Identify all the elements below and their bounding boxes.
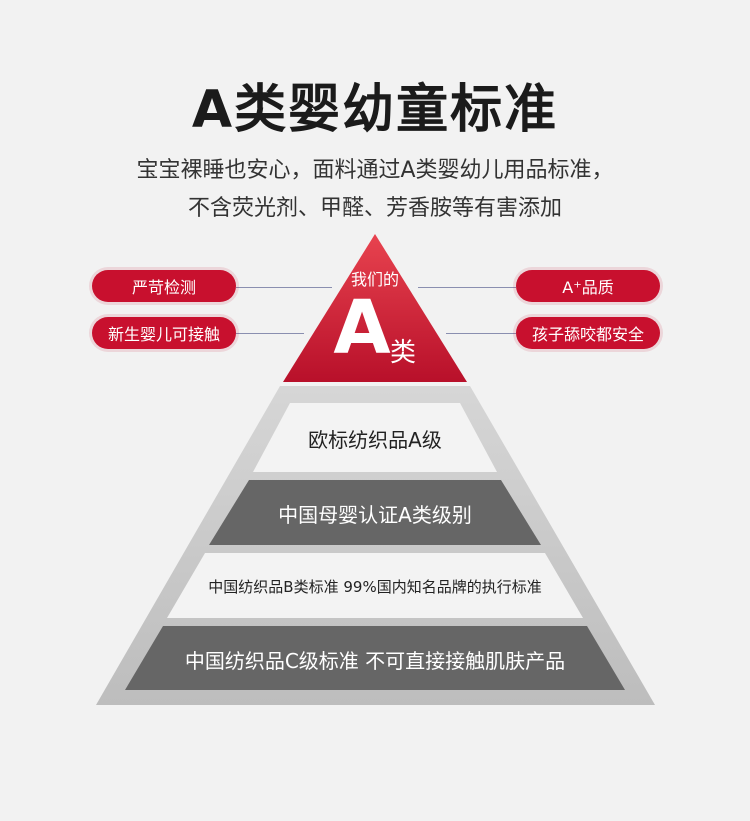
subtitle: 宝宝裸睡也安心，面料通过A类婴幼儿用品标准， 不含荧光剂、甲醛、芳香胺等有害添加 (0, 152, 750, 228)
apex-triangle (283, 234, 467, 382)
tag-newborn-safe: 新生婴儿可接触 (92, 317, 236, 349)
apex-top-text: 我们的 (350, 270, 399, 289)
tier-3-label: 中国纺织品B类标准 99%国内知名品牌的执行标准 (208, 578, 542, 596)
tier-2-label: 中国母婴认证A类级别 (278, 503, 472, 527)
connector-right-1 (418, 287, 516, 288)
tier-1-band (253, 403, 497, 472)
page-title: A类婴幼童标准 (191, 80, 559, 140)
tier-4-band (125, 626, 625, 690)
tag-strict-testing: 严苛检测 (92, 270, 236, 302)
apex-small-text: 类 (390, 338, 417, 368)
tier-4-label: 中国纺织品C级标准 不可直接接触肌肤产品 (184, 649, 566, 673)
connector-left-2 (236, 333, 304, 334)
apex-big-letter: A (333, 285, 391, 371)
tier-1-label: 欧标纺织品A级 (308, 428, 442, 452)
tier-3-band (167, 553, 583, 618)
subtitle-line-2: 不含荧光剂、甲醛、芳香胺等有害添加 (187, 196, 562, 221)
subtitle-line-1: 宝宝裸睡也安心，面料通过A类婴幼儿用品标准， (136, 158, 614, 183)
connector-left-1 (236, 287, 332, 288)
pyramid-frame (96, 386, 655, 705)
tier-2-band (209, 480, 541, 545)
tag-bite-safe: 孩子舔咬都安全 (516, 317, 660, 349)
connector-right-2 (446, 333, 516, 334)
tag-a-plus-quality: A⁺品质 (516, 270, 660, 302)
